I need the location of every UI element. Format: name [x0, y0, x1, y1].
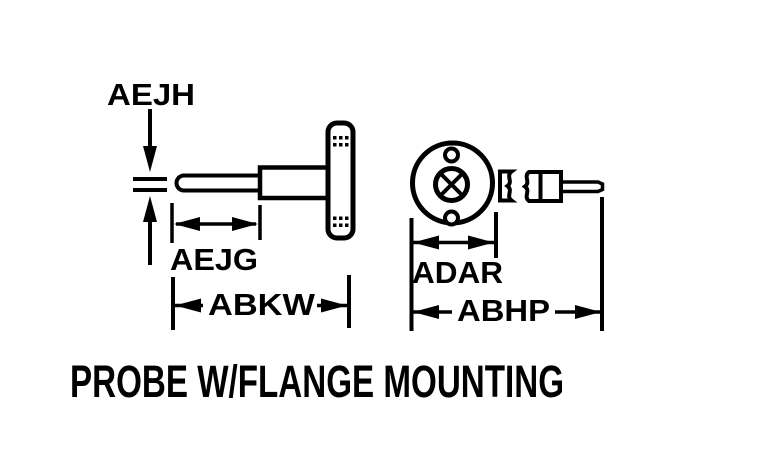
- probe-side-view: [174, 120, 356, 241]
- dimension-abhp: ABHP: [413, 197, 604, 331]
- dimension-adar: ADAR: [409, 212, 503, 331]
- probe-body: [257, 165, 334, 201]
- abhp-label: ABHP: [457, 293, 550, 328]
- flange-stipple-dots: [333, 136, 349, 227]
- connector-housing: [521, 170, 563, 203]
- adar-arrowhead-left: [413, 235, 439, 250]
- terminal-pin: [560, 180, 605, 194]
- abhp-label-backing: [452, 296, 555, 324]
- aejg-arrowhead-left: [174, 217, 200, 231]
- dimension-aejg: AEJG: [170, 203, 262, 277]
- adar-label: ADAR: [412, 255, 503, 290]
- mounting-hole-bottom: [443, 209, 460, 227]
- flange-side-profile: [325, 120, 356, 241]
- figure-title: PROBE W/FLANGE MOUNTING: [70, 356, 564, 407]
- abkw-label: ABKW: [208, 287, 316, 322]
- abhp-arrowhead-right: [575, 305, 601, 319]
- aejg-arrowhead-right: [232, 217, 258, 231]
- break-segment-left: [498, 169, 518, 203]
- adar-arrowhead-right: [468, 235, 494, 250]
- dimension-aejh: AEJH: [107, 77, 195, 265]
- flange-front-view: [410, 140, 495, 227]
- abhp-arrowhead-left: [413, 305, 439, 319]
- aejh-arrowhead-down: [143, 146, 157, 172]
- aejg-label: AEJG: [170, 242, 258, 277]
- abkw-label-backing: [203, 290, 317, 318]
- mounting-hole-top: [443, 146, 460, 164]
- aejh-label: AEJH: [107, 77, 195, 112]
- aejh-arrowhead-up: [143, 196, 157, 222]
- center-cross-diagonal-2: [438, 171, 465, 198]
- connector-assembly: [498, 169, 605, 203]
- probe-rod: [174, 173, 262, 193]
- abkw-arrowhead-right: [321, 298, 347, 313]
- abkw-arrowhead-left: [175, 298, 201, 313]
- dimension-abkw: ABKW: [171, 275, 351, 330]
